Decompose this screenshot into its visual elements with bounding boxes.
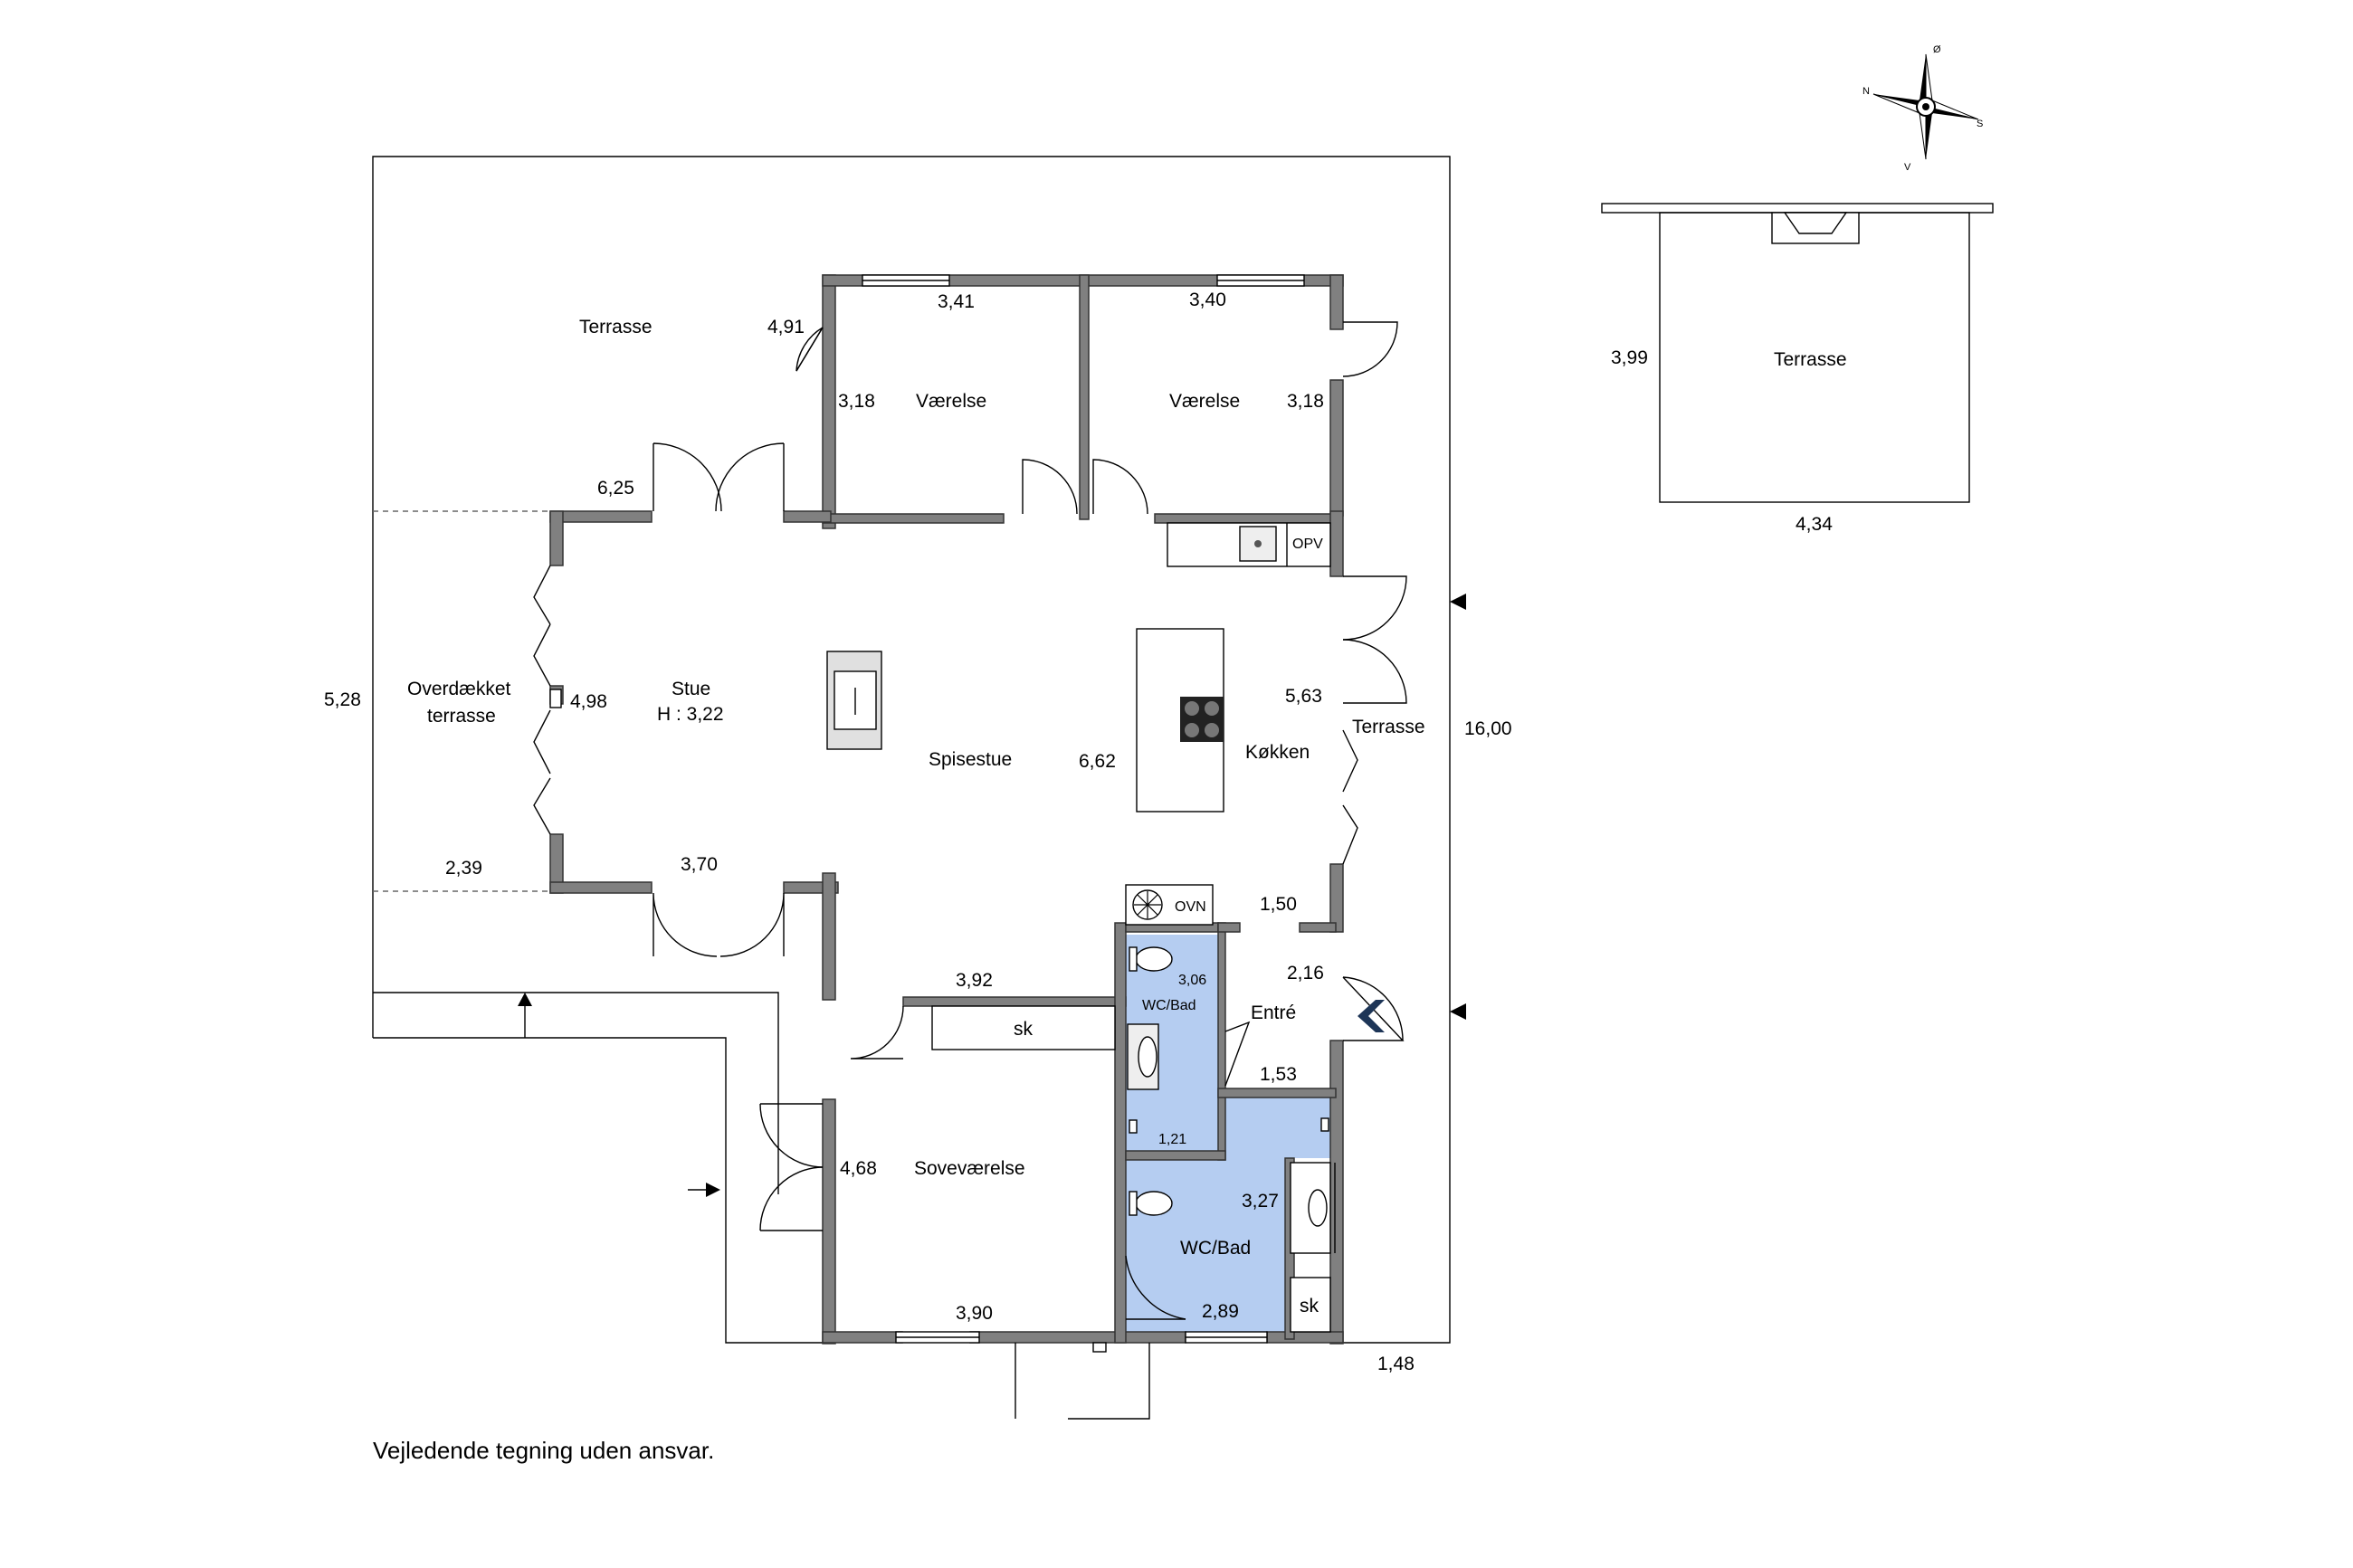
detached-terrace (1601, 203, 1994, 503)
label-terrasse-right: Terrasse (1352, 717, 1425, 737)
label-terrasse-detached: Terrasse (1774, 349, 1847, 370)
dim-153: 1,53 (1260, 1064, 1297, 1085)
label-ovn: OVN (1175, 899, 1206, 915)
label-sk-hall: sk (1014, 1019, 1034, 1040)
dim-528: 5,28 (324, 689, 361, 710)
label-stue: Stue (672, 679, 710, 699)
compass-west: V (1904, 162, 1911, 173)
dim-625: 6,25 (597, 478, 634, 499)
label-overdaekket-2: terrasse (427, 706, 496, 727)
dim-491: 4,91 (767, 317, 805, 337)
entry-arrow (1358, 1000, 1385, 1032)
compass-south: S (1977, 119, 1983, 129)
windows (549, 274, 1305, 1344)
dim-1600: 16,00 (1464, 718, 1512, 739)
dim-318-a: 3,18 (838, 391, 875, 412)
compass-east: Ø (1933, 44, 1941, 55)
dim-289: 2,89 (1202, 1301, 1239, 1322)
dim-327: 3,27 (1242, 1191, 1279, 1212)
bathroom-fills (1126, 935, 1330, 1332)
doors (533, 321, 1407, 1420)
dim-150: 1,50 (1260, 894, 1297, 915)
label-spisestue: Spisestue (929, 749, 1012, 770)
dim-370: 3,70 (681, 854, 718, 875)
dim-498: 4,98 (570, 691, 607, 712)
dim-563: 5,63 (1285, 686, 1322, 707)
dim-468: 4,68 (840, 1158, 877, 1179)
dim-399: 3,99 (1611, 347, 1648, 368)
label-overdaekket-1: Overdækket (407, 679, 511, 699)
dim-434: 4,34 (1796, 514, 1833, 535)
compass-icon (1872, 53, 1979, 160)
dim-340: 3,40 (1189, 290, 1226, 310)
room-labels: Terrasse Værelse Værelse Overdækket terr… (407, 317, 1847, 1316)
dim-662: 6,62 (1079, 751, 1116, 772)
label-sovevaerelse: Soveværelse (914, 1158, 1025, 1179)
dim-148: 1,48 (1377, 1354, 1415, 1374)
label-vaerelse-2: Værelse (1169, 391, 1240, 412)
compass-north: N (1862, 86, 1870, 97)
label-sk-bath: sk (1300, 1296, 1319, 1316)
label-koekken: Køkken (1245, 742, 1310, 763)
plot-boundary (372, 156, 1451, 1344)
label-terrasse-left: Terrasse (579, 317, 653, 337)
label-entre: Entré (1251, 1003, 1296, 1023)
label-wcbad-large: WC/Bad (1180, 1238, 1251, 1259)
fixtures (826, 522, 1336, 1353)
elevation-markers (518, 594, 1466, 1197)
dimension-labels: 4,91 3,41 3,40 3,18 3,18 6,25 5,28 4,98 … (324, 290, 1833, 1374)
dim-216: 2,16 (1287, 963, 1324, 984)
dim-390: 3,90 (956, 1303, 993, 1324)
disclaimer-text: Vejledende tegning uden ansvar. (373, 1437, 714, 1464)
label-stue-height: H : 3,22 (657, 704, 724, 725)
dim-306: 3,06 (1178, 973, 1206, 988)
dim-318-b: 3,18 (1287, 391, 1324, 412)
dim-392: 3,92 (956, 970, 993, 991)
walls (549, 274, 1344, 1345)
dim-341: 3,41 (938, 291, 975, 312)
dim-121: 1,21 (1158, 1132, 1186, 1147)
dim-239: 2,39 (445, 858, 482, 879)
label-opv: OPV (1292, 537, 1323, 552)
label-wcbad-small: WC/Bad (1142, 998, 1196, 1013)
label-vaerelse-1: Værelse (916, 391, 986, 412)
